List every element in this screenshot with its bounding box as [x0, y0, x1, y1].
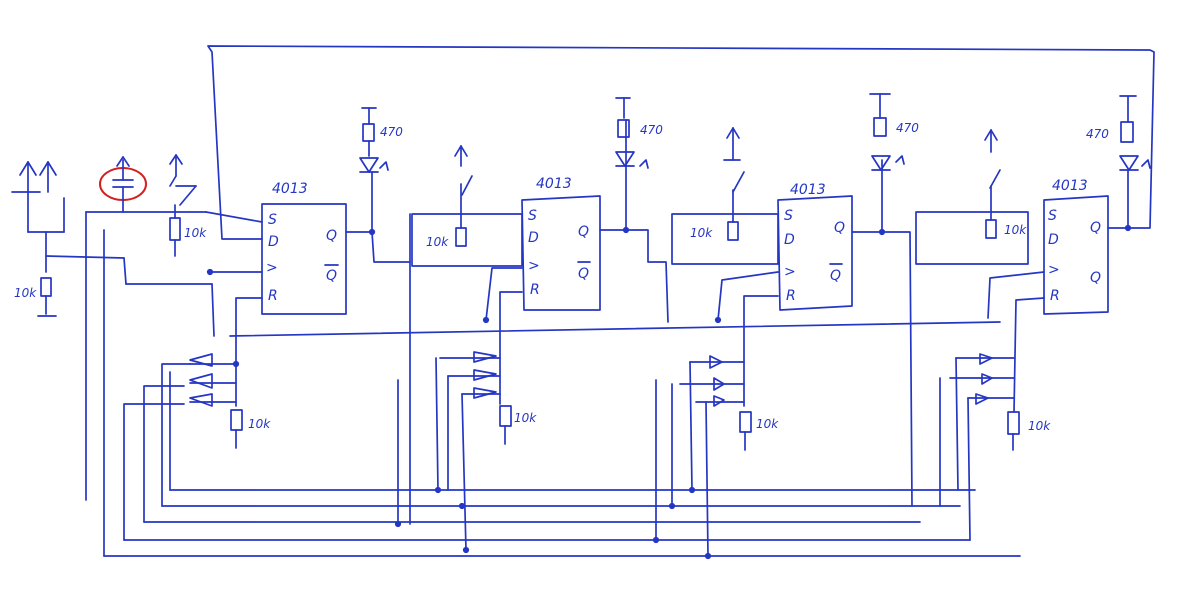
pin-qbar-4: Q [1090, 270, 1101, 286]
pin-qbar-1: Q [326, 268, 337, 284]
flip-flop-stage-4: 4013 S D > R Q Q 10k 470 [915, 95, 1151, 541]
input-resistor: 10k [14, 277, 57, 317]
pin-s-1: S [268, 212, 277, 228]
input-switch [11, 161, 65, 273]
diode-resistor-label-2: 10k [514, 411, 537, 425]
pin-q-2: Q [578, 224, 589, 240]
pin-clk-3: > [784, 264, 796, 280]
chip-label-3: 4013 [790, 182, 826, 198]
pin-q-3: Q [834, 220, 845, 236]
pin-s-3: S [784, 208, 793, 224]
pin-qbar-2: Q [578, 266, 589, 282]
pin-clk-2: > [528, 258, 540, 274]
diode-resistor-label-3: 10k [756, 417, 779, 431]
pin-s-4: S [1048, 208, 1057, 224]
pin-r-3: R [786, 288, 796, 304]
pin-q-4: Q [1090, 220, 1101, 236]
chip-label-4: 4013 [1052, 178, 1088, 194]
pin-d-3: D [784, 232, 795, 248]
pin-r-4: R [1050, 288, 1060, 304]
pin-clk-1: > [266, 260, 278, 276]
pin-r-1: R [268, 288, 278, 304]
flip-flop-stage-1: 4013 S D > R Q Q 10k 470 10k [169, 107, 411, 449]
led-resistor-label-3: 470 [896, 121, 919, 135]
input-resistor-label: 10k [14, 286, 37, 300]
flip-flop-stage-2: 4013 S D > R Q Q 10k 470 [397, 97, 669, 551]
pin-d-4: D [1048, 232, 1059, 248]
pin-q-1: Q [326, 228, 337, 244]
pin-d-1: D [268, 234, 279, 250]
pin-clk-4: > [1048, 262, 1060, 278]
chip-box-4 [1043, 195, 1109, 315]
bus-lines [103, 229, 1021, 560]
pin-qbar-3: Q [830, 268, 841, 284]
pullup-resistor-label-3: 10k [690, 226, 713, 240]
diode-resistor-label-4: 10k [1028, 419, 1051, 433]
diode-resistor-label-1: 10k [248, 417, 271, 431]
led-resistor-label-2: 470 [640, 123, 663, 137]
pin-s-2: S [528, 208, 537, 224]
highlighted-capacitor [99, 156, 147, 213]
pin-r-2: R [530, 282, 540, 298]
pin-d-2: D [528, 230, 539, 246]
chip-label-2: 4013 [536, 176, 572, 192]
pullup-resistor-label-1: 10k [184, 226, 207, 240]
chip-box-1 [261, 203, 347, 315]
pullup-resistor-label-4: 10k [1004, 223, 1027, 237]
flip-flop-stage-3: 4013 S D > R Q Q 10k 470 [655, 93, 919, 557]
led-resistor-label-4: 470 [1086, 127, 1109, 141]
chip-label-1: 4013 [272, 181, 308, 197]
chip-box-2 [521, 195, 601, 311]
chip-box-3 [777, 195, 853, 311]
pullup-resistor-label-2: 10k [426, 235, 449, 249]
led-resistor-label-1: 470 [380, 125, 403, 139]
